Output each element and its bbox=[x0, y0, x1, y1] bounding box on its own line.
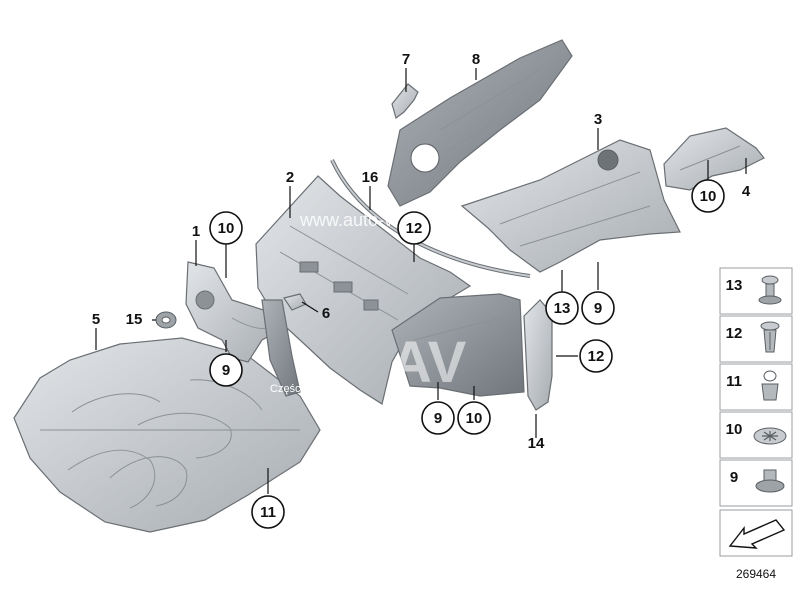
callout-11: 11 bbox=[251, 495, 285, 529]
callout-labels: 1 2 3 4 5 6 7 8 14 15 16 9 9 9 10 10 bbox=[92, 51, 751, 529]
svg-text:9: 9 bbox=[730, 469, 738, 486]
watermark-url: www.auto-voll.pl bbox=[299, 210, 430, 230]
star-washer-icon bbox=[753, 427, 787, 445]
callout-9-center: 9 bbox=[421, 401, 455, 435]
callout-12-top: 12 bbox=[397, 211, 431, 245]
left-sidewall-part bbox=[185, 261, 281, 363]
callout-1: 1 bbox=[192, 223, 200, 240]
svg-text:10: 10 bbox=[726, 421, 743, 438]
callout-10-center: 10 bbox=[457, 401, 491, 435]
callout-3: 3 bbox=[594, 111, 602, 128]
direction-box bbox=[719, 509, 793, 557]
svg-text:12: 12 bbox=[406, 220, 423, 237]
legend-row-10: 10 bbox=[719, 411, 793, 459]
legend-row-12: 12 bbox=[719, 315, 793, 363]
svg-text:10: 10 bbox=[700, 188, 717, 205]
expanding-rivet-icon bbox=[760, 321, 780, 353]
callout-14: 14 bbox=[528, 435, 545, 452]
callout-9-right: 9 bbox=[581, 291, 615, 325]
plastic-nut-icon bbox=[761, 370, 779, 401]
svg-text:9: 9 bbox=[222, 362, 230, 379]
callout-6: 6 bbox=[322, 305, 330, 322]
callout-9-left: 9 bbox=[209, 353, 243, 387]
watermark: www.auto-voll.pl AV Części BMW bbox=[270, 210, 467, 395]
footwell-insulation-part bbox=[391, 293, 525, 397]
heat-shield-part bbox=[663, 127, 765, 191]
leader-lines bbox=[95, 68, 747, 494]
svg-text:10: 10 bbox=[466, 410, 483, 427]
callout-16: 16 bbox=[362, 169, 379, 186]
legend-row-11: 11 bbox=[719, 363, 793, 411]
flange-nut-icon bbox=[755, 469, 785, 493]
callout-15: 15 bbox=[126, 311, 143, 328]
watermark-caption: Części BMW bbox=[270, 383, 334, 395]
push-rivet-cap-icon bbox=[758, 275, 782, 305]
bulkhead-insulation-part bbox=[255, 175, 472, 405]
underbody-panel-part bbox=[13, 337, 321, 533]
side-trim-part bbox=[523, 299, 553, 411]
svg-text:11: 11 bbox=[260, 504, 276, 521]
svg-text:10: 10 bbox=[218, 220, 235, 237]
svg-text:9: 9 bbox=[594, 300, 602, 317]
svg-text:12: 12 bbox=[588, 348, 605, 365]
callout-5: 5 bbox=[92, 311, 100, 328]
fastener-legend: 13 12 11 10 bbox=[719, 267, 793, 581]
svg-text:11: 11 bbox=[726, 373, 742, 390]
callout-7: 7 bbox=[402, 51, 410, 68]
legend-row-9: 9 bbox=[719, 459, 793, 507]
callout-2: 2 bbox=[286, 169, 294, 186]
legend-row-13: 13 bbox=[719, 267, 793, 315]
callout-10-left: 10 bbox=[209, 211, 243, 245]
callout-8: 8 bbox=[472, 51, 480, 68]
callout-4: 4 bbox=[742, 183, 751, 200]
callout-10-right: 10 bbox=[691, 179, 725, 213]
watermark-brand: AV bbox=[390, 330, 467, 395]
upper-dash-insulation-part bbox=[387, 39, 573, 207]
forward-arrow-icon bbox=[728, 519, 786, 549]
svg-text:13: 13 bbox=[726, 277, 743, 294]
bracket-part bbox=[391, 83, 419, 120]
callout-13: 13 bbox=[545, 291, 579, 325]
svg-text:12: 12 bbox=[726, 325, 743, 342]
catalog-number: 269464 bbox=[736, 567, 776, 581]
callout-12-right: 12 bbox=[579, 339, 613, 373]
svg-text:9: 9 bbox=[434, 410, 442, 427]
grommet-part bbox=[155, 311, 177, 329]
svg-text:13: 13 bbox=[554, 300, 571, 317]
tunnel-insulation-part bbox=[460, 139, 681, 273]
